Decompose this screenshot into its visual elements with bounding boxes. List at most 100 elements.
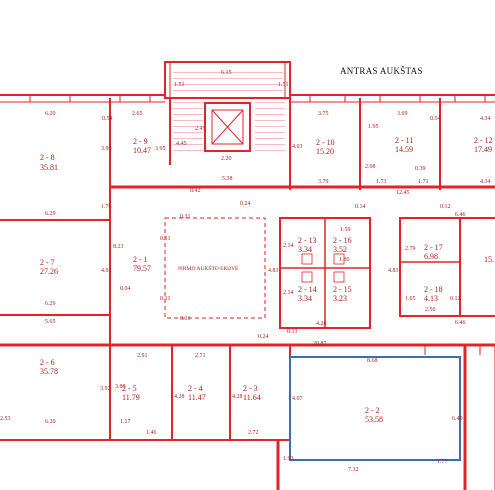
room-2-13-code: 2 - 13 bbox=[298, 236, 317, 245]
dim-label: 2.65 bbox=[132, 111, 143, 117]
dim-label: 3.95 bbox=[155, 146, 166, 152]
dim-label: 3.75 bbox=[318, 111, 329, 117]
dim-label: 3.79 bbox=[318, 179, 329, 185]
room-2-17-code: 2 - 17 bbox=[424, 243, 443, 252]
dim-label: 4.03 bbox=[292, 144, 303, 150]
room-2-3-area: 11.64 bbox=[243, 393, 261, 402]
dim-label: 6.46 bbox=[455, 212, 466, 218]
room-partial-area: 15. bbox=[484, 255, 494, 264]
dim-label: 2.50 bbox=[425, 307, 436, 313]
room-2-4-area: 11.47 bbox=[188, 393, 206, 402]
dim-label: 0.54 bbox=[102, 116, 113, 122]
void-label: PIRMO AUKŠTO ERDVĖ bbox=[178, 264, 239, 272]
dim-label: 1.65 bbox=[405, 296, 416, 302]
dim-label: 4.34 bbox=[480, 116, 491, 122]
room-2-9-code: 2 - 9 bbox=[133, 137, 148, 146]
dim-label: 8.23 bbox=[113, 244, 124, 250]
room-2-15-code: 2 - 15 bbox=[333, 285, 352, 294]
dim-label: 0.31 bbox=[160, 236, 171, 242]
elevator-shaft bbox=[204, 102, 251, 152]
room-2-16-area: 3.52 bbox=[333, 245, 347, 254]
dim-label: 6.29 bbox=[45, 301, 56, 307]
dim-label: 4.45 bbox=[176, 141, 187, 147]
room-2-2-highlight bbox=[289, 356, 461, 461]
room-2-10-code: 2 - 10 bbox=[316, 138, 335, 147]
room-2-6-area: 35.78 bbox=[40, 367, 58, 376]
dim-label: 0.12 bbox=[440, 204, 451, 210]
dim-label: 1.77 bbox=[437, 459, 448, 465]
dim-label: 0.39 bbox=[415, 166, 426, 172]
dim-label: 5.38 bbox=[222, 176, 233, 182]
room-2-14-code: 2 - 14 bbox=[298, 285, 317, 294]
dim-label: 1.51 bbox=[278, 82, 289, 88]
dim-label: 2.45 bbox=[195, 126, 206, 132]
room-2-12-code: 2 - 12 bbox=[474, 136, 493, 145]
dim-label: 12.45 bbox=[396, 190, 410, 196]
dim-label: 6.20 bbox=[45, 419, 56, 425]
stair-treads-right bbox=[255, 100, 285, 155]
dim-label: 2.71 bbox=[195, 353, 206, 359]
room-2-12-area: 17.49 bbox=[474, 145, 492, 154]
dim-label: 0.31 bbox=[180, 316, 191, 322]
room-2-2-code: 2 - 2 bbox=[365, 406, 380, 415]
room-2-18-code: 2 - 18 bbox=[424, 285, 443, 294]
dim-label: 4.34 bbox=[480, 179, 491, 185]
dim-label: 6.20 bbox=[45, 111, 56, 117]
dim-label: 3.69 bbox=[397, 111, 408, 117]
dim-label: 1.59 bbox=[340, 227, 351, 233]
room-2-1-code: 2 - 1 bbox=[133, 255, 148, 264]
room-2-9-area: 10.47 bbox=[133, 146, 151, 155]
room-2-7-code: 2 - 7 bbox=[40, 258, 55, 267]
dim-label: 4.02 bbox=[101, 268, 112, 274]
dim-label: 0.14 bbox=[355, 204, 366, 210]
room-2-6-code: 2 - 6 bbox=[40, 358, 55, 367]
dim-label: 4.28 bbox=[174, 394, 185, 400]
stair-treads-left bbox=[173, 100, 203, 155]
dim-label: 6.40 bbox=[452, 416, 463, 422]
dim-label: 2.91 bbox=[137, 353, 148, 359]
dim-label: 1.95 bbox=[368, 124, 379, 130]
dim-label: 2.14 bbox=[283, 290, 294, 296]
room-2-1-area: 79.57 bbox=[133, 264, 151, 273]
room-2-15-area: 3.23 bbox=[333, 294, 347, 303]
room-2-5-code: 2 - 5 bbox=[122, 384, 137, 393]
dim-label: 1.71 bbox=[418, 179, 429, 185]
dim-label: 6.46 bbox=[455, 320, 466, 326]
dim-label: 2.14 bbox=[283, 243, 294, 249]
dimension-labels: 6.15 1.51 1.51 6.20 0.54 2.65 3.75 3.69 … bbox=[45, 70, 491, 473]
dim-label: 0.31 bbox=[180, 214, 191, 220]
window-marks bbox=[29, 95, 486, 355]
room-2-5-area: 11.79 bbox=[122, 393, 140, 402]
room-2-11-code: 2 - 11 bbox=[395, 136, 413, 145]
dim-label: 0.04 bbox=[120, 286, 131, 292]
dim-label: 4.28 bbox=[232, 394, 243, 400]
dim-label: 8.68 bbox=[367, 358, 378, 364]
dim-label: 4.83 bbox=[268, 268, 279, 274]
room-2-11-area: 14.59 bbox=[395, 145, 413, 154]
room-2-4-code: 2 - 4 bbox=[188, 384, 203, 393]
walls bbox=[0, 61, 495, 490]
room-2-7-area: 27.26 bbox=[40, 267, 58, 276]
room-2-14-area: 3.34 bbox=[298, 294, 312, 303]
dim-label: 2.08 bbox=[365, 164, 376, 170]
room-2-8-code: 2 - 8 bbox=[40, 153, 55, 162]
floor-title: ANTRAS AUKŠTAS bbox=[340, 66, 423, 76]
dim-label: 5.65 bbox=[45, 319, 56, 325]
dim-label: 3.92 bbox=[100, 386, 111, 392]
dim-label: 3.88 bbox=[115, 384, 126, 390]
room-2-18-area: 4.13 bbox=[424, 294, 438, 303]
dim-label: 4.83 bbox=[388, 268, 399, 274]
dim-label: 1.17 bbox=[120, 419, 131, 425]
dim-label: 0.31 bbox=[160, 296, 171, 302]
dim-label: 2.20 bbox=[221, 156, 232, 162]
dim-label: 3.99 bbox=[101, 146, 112, 152]
dim-label: 7.32 bbox=[348, 467, 359, 473]
sanitary-fixtures bbox=[301, 253, 345, 283]
dim-label: 8.42 bbox=[190, 188, 201, 194]
edge-number: 2.53 bbox=[0, 416, 11, 422]
dim-label: 4.26 bbox=[316, 321, 327, 327]
dim-label: 0.13 bbox=[287, 329, 298, 335]
stair-treads-top bbox=[173, 68, 283, 96]
dim-label: 0.24 bbox=[240, 201, 251, 207]
